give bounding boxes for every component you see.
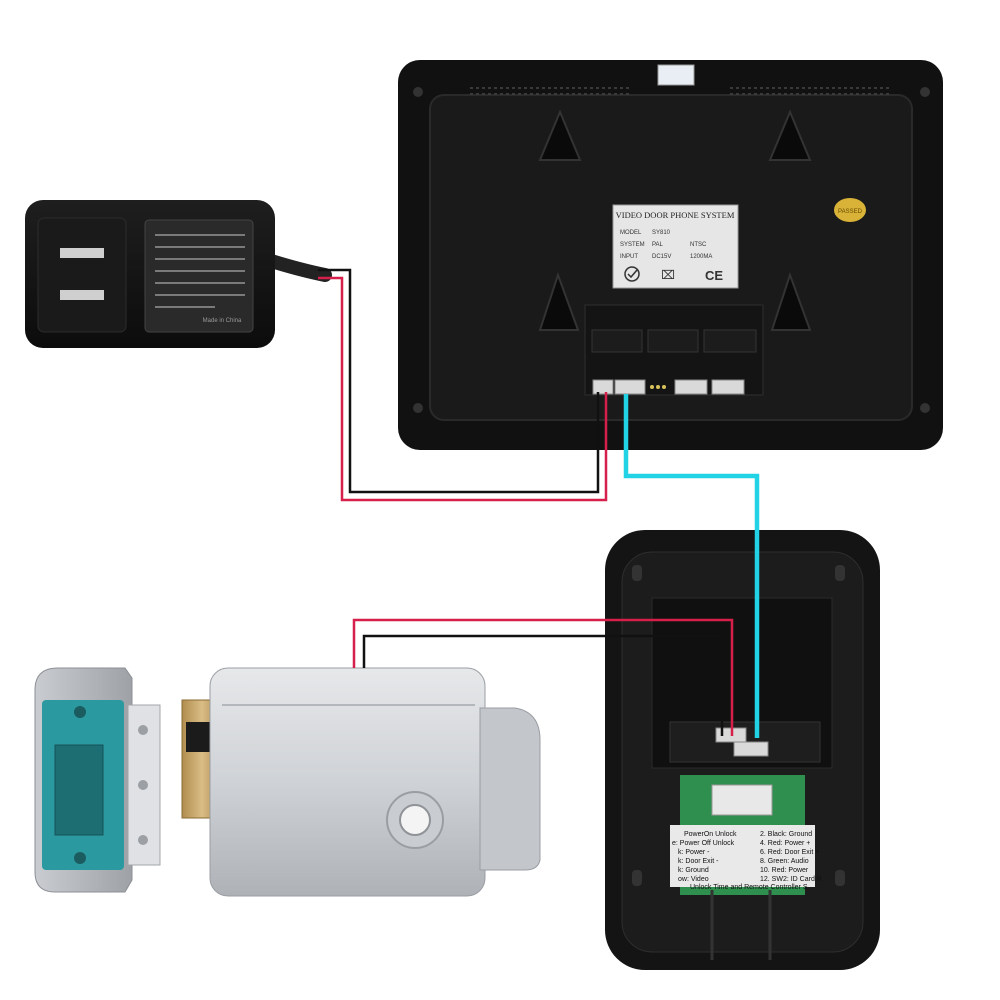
terminal-pins	[650, 385, 666, 389]
strike-screw-bottom	[74, 852, 86, 864]
aux-terminal-2	[711, 379, 745, 395]
monitor-vents	[470, 87, 890, 95]
lock-keyhole-icon	[399, 804, 431, 836]
rating-label: VIDEO DOOR PHONE SYSTEM MODEL SY810 SYST…	[612, 204, 739, 289]
power-adapter: Made in China	[25, 200, 332, 348]
pinout-left-5: ow: Video	[678, 876, 709, 883]
pinout-left-1: e: Power Off Unlock	[672, 840, 735, 847]
monitor-terminals	[592, 379, 745, 395]
rating-model-value: SY810	[652, 230, 671, 236]
pinout-right-5: 12. SW2: ID Card R	[760, 876, 822, 883]
wires	[318, 268, 760, 738]
electric-lock	[34, 667, 541, 897]
wire-lock-red	[352, 618, 734, 736]
pinout-left-0: PowerOn Unlock	[684, 831, 737, 838]
adapter-plug-face	[37, 217, 127, 333]
pcb-connector-block	[711, 784, 773, 816]
door-station: PowerOn Unlock 2. Black: Ground e: Power…	[605, 530, 880, 970]
pinout-right-3: 8. Green: Audio	[760, 858, 809, 865]
power-terminal	[592, 379, 614, 395]
passed-sticker	[834, 198, 866, 222]
check-mark-icon	[624, 266, 640, 282]
wire-lock-black	[362, 634, 724, 736]
door-station-screw-holes	[632, 565, 845, 886]
pinout-right-1: 4. Red: Power +	[760, 840, 810, 847]
pinout-sticker	[670, 825, 815, 887]
door-station-terminal-b	[733, 741, 769, 757]
adapter-cable	[261, 253, 332, 282]
lock-side-handle	[479, 707, 541, 871]
indoor-monitor: PASSED VIDEO DOOR PHONE SYSTEM MODEL SY8…	[398, 60, 943, 450]
rating-system-extra: NTSC	[690, 242, 707, 248]
pinout-left-6: Unlock Time and Remote Controller S	[690, 884, 808, 891]
rating-label-title: VIDEO DOOR PHONE SYSTEM	[616, 210, 735, 220]
rating-input-value: DC15V	[652, 254, 671, 260]
aux-terminal-1	[674, 379, 708, 395]
monitor-top-tag	[657, 64, 695, 86]
strike-plate	[34, 667, 161, 893]
pinout-right-2: 6. Red: Door Exit +	[760, 849, 819, 856]
rating-system-key: SYSTEM	[620, 242, 645, 248]
plug-prong-top	[60, 248, 104, 258]
rating-input-extra: 1200MA	[690, 254, 712, 260]
adapter-spec-text-lines	[155, 234, 245, 308]
rating-model-key: MODEL	[620, 230, 642, 236]
plug-prong-bottom	[60, 290, 104, 300]
strike-slot	[54, 744, 104, 836]
mount-keyholes	[538, 109, 812, 331]
door-station-terminal	[614, 379, 646, 395]
lock-body	[209, 667, 486, 897]
passed-sticker-text: PASSED	[838, 209, 863, 215]
wire-adapter-black	[318, 268, 600, 494]
wire-adapter-red	[318, 276, 608, 502]
ce-mark: CE	[705, 268, 723, 283]
pinout-left-3: k: Door Exit -	[678, 858, 719, 865]
pinout-right-0: 2. Black: Ground	[760, 831, 812, 838]
pinout-left-4: k: Ground	[678, 867, 709, 874]
pinout-right-4: 10. Red: Power	[760, 867, 809, 874]
monitor-screws	[413, 87, 930, 413]
rating-input-key: INPUT	[620, 254, 638, 260]
pinout-left-2: k: Power -	[678, 849, 710, 856]
weee-bin-icon: ⌧	[661, 268, 675, 282]
adapter-made-in: Made in China	[203, 318, 242, 324]
rating-system-value: PAL	[652, 242, 664, 248]
wire-video	[623, 394, 760, 738]
door-station-cable-channel	[710, 890, 772, 960]
lock-latch	[186, 722, 214, 752]
pinout-text: PowerOn Unlock 2. Black: Ground e: Power…	[672, 831, 822, 891]
strike-screw-top	[74, 706, 86, 718]
adapter-spec-sticker	[144, 219, 254, 333]
